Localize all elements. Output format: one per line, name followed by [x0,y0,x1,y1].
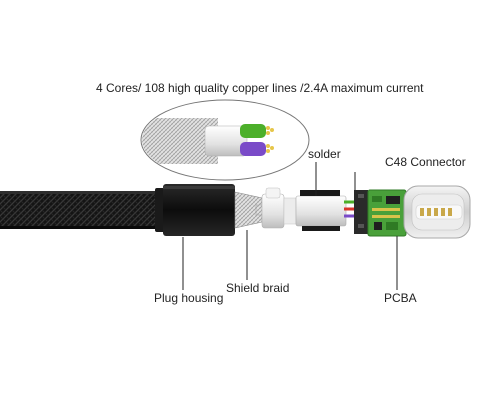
callout-lines [182,162,398,290]
solder-label: solder [308,147,341,161]
solder-tube [295,190,347,231]
lightning-connector [403,185,471,239]
shield-braid-label: Shield braid [226,281,290,295]
magnified-inset [140,99,310,181]
headline-text: 4 Cores/ 108 high quality copper lines /… [96,81,424,95]
connector-frame [354,190,368,234]
pcba-board [367,189,407,237]
connector-label: C48 Connector [385,155,466,169]
inner-insulation [261,187,297,229]
braided-cable [0,191,160,229]
pcba-label: PCBA [384,291,417,305]
plug-housing [155,184,235,236]
plug-housing-label: Plug housing [154,291,224,305]
